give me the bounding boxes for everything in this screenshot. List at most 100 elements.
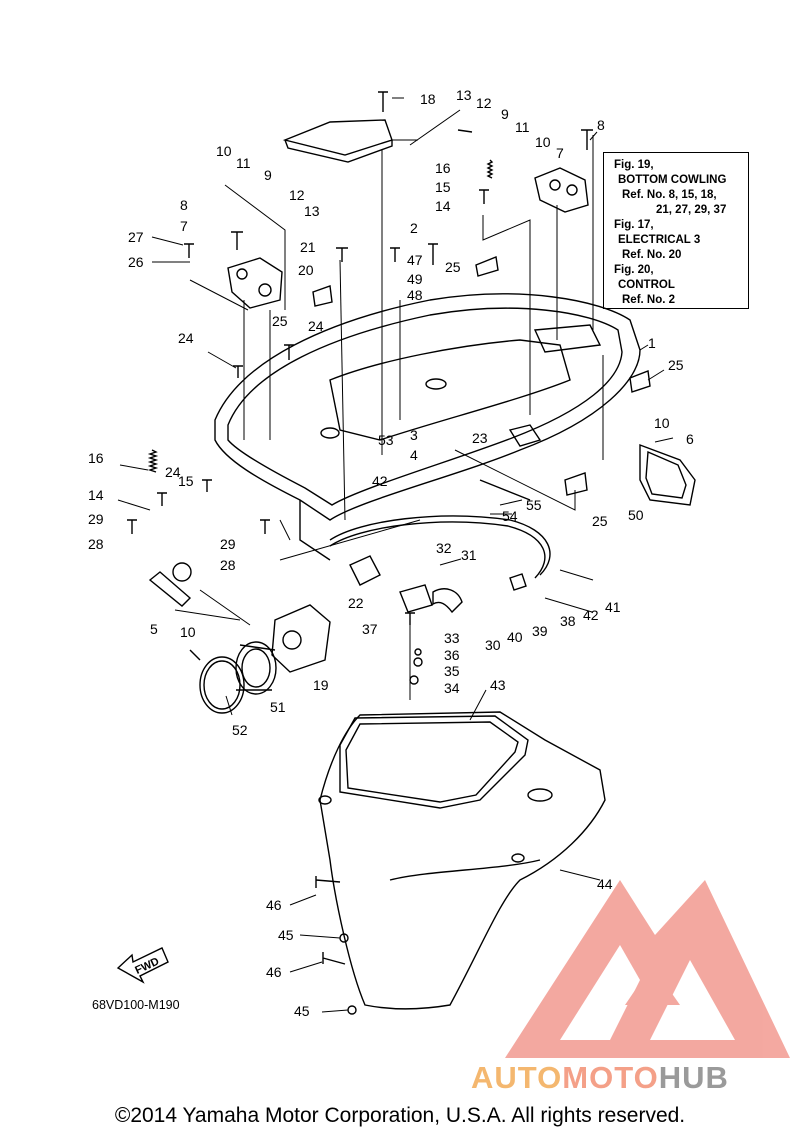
part-number-callout: 26 <box>128 254 144 270</box>
part-number-callout: 45 <box>294 1003 310 1019</box>
part-number-callout: 53 <box>378 432 394 448</box>
part-number-callout: 7 <box>180 218 188 234</box>
lever-part-5 <box>148 571 192 607</box>
part-number-callout: 25 <box>445 259 461 275</box>
part-number-callout: 23 <box>472 430 488 446</box>
part-number-callout: 54 <box>502 508 518 524</box>
part-number-callout: 15 <box>435 179 451 195</box>
ref-line: BOTTOM COWLING <box>618 174 727 186</box>
forward-arrow-icon <box>116 947 169 984</box>
part-number-callout: 28 <box>220 557 236 573</box>
watermark-text: AUTOMOTOHUB <box>471 1060 729 1096</box>
spring-part-16-left <box>147 449 159 473</box>
part-number-callout: 10 <box>535 134 551 150</box>
part-number-callout: 29 <box>220 536 236 552</box>
part-number-callout: 31 <box>461 547 477 563</box>
clamp-part-52 <box>189 649 245 714</box>
part-number-callout: 16 <box>435 160 451 176</box>
part-number-callout: 10 <box>654 415 670 431</box>
part-number-callout: 14 <box>88 487 104 503</box>
screws <box>127 91 593 1015</box>
diagram-code: 68VD100-M190 <box>92 998 180 1012</box>
part-number-callout: 48 <box>407 287 423 303</box>
part-number-callout: 25 <box>592 513 608 529</box>
part-number-callout: 28 <box>88 536 104 552</box>
part-number-callout: 13 <box>456 87 472 103</box>
part-number-callout: 46 <box>266 964 282 980</box>
part-number-callout: 21 <box>300 239 316 255</box>
part-number-callout: 40 <box>507 629 523 645</box>
part-number-callout: 38 <box>560 613 576 629</box>
part-number-callout: 49 <box>407 271 423 287</box>
part-number-callout: 7 <box>556 145 564 161</box>
part-number-callout: 14 <box>435 198 451 214</box>
part-number-callout: 43 <box>490 677 506 693</box>
bracket-part-7-right <box>534 167 589 213</box>
part-number-callout: 11 <box>236 155 251 171</box>
part-number-callout: 42 <box>583 607 599 623</box>
ref-line: Fig. 17, <box>614 219 654 231</box>
leader-lines <box>117 97 674 1013</box>
part-number-callout: 41 <box>605 599 621 615</box>
part-number-callout: 18 <box>420 91 436 107</box>
part-number-callout: 44 <box>597 876 613 892</box>
part-number-callout: 46 <box>266 897 282 913</box>
part-number-callout: 47 <box>407 252 423 268</box>
reference-box: Fig. 19, BOTTOM COWLING Ref. No. 8, 15, … <box>603 152 749 309</box>
watermark-part: MOTO <box>562 1060 659 1095</box>
part-number-callout: 8 <box>180 197 188 213</box>
part-number-callout: 33 <box>444 630 460 646</box>
part-number-callout: 50 <box>628 507 644 523</box>
part-number-callout: 10 <box>216 143 232 159</box>
ref-line: Ref. No. 20 <box>622 249 682 261</box>
part-number-callout: 9 <box>501 106 509 122</box>
watermark-logo-icon <box>505 880 790 1058</box>
part-number-callout: 52 <box>232 722 248 738</box>
part-number-callout: 16 <box>88 450 104 466</box>
part-number-callout: 29 <box>88 511 104 527</box>
part-number-callout: 3 <box>410 427 418 443</box>
part-number-callout: 6 <box>686 431 694 447</box>
part-number-callout: 37 <box>362 621 378 637</box>
spring-part-16-top <box>486 159 494 179</box>
part-number-callout: 13 <box>304 203 320 219</box>
bottom-cowling-tray <box>214 293 641 561</box>
part-number-callout: 25 <box>272 313 288 329</box>
part-number-callout: 4 <box>410 447 418 463</box>
part-number-callout: 24 <box>165 464 181 480</box>
copyright-notice: ©2014 Yamaha Motor Corporation, U.S.A. A… <box>114 1104 686 1127</box>
switch-part-19 <box>271 604 331 673</box>
hose-part-41 <box>329 515 551 576</box>
watermark-part: HUB <box>658 1060 729 1095</box>
part-number-callout: 12 <box>289 187 305 203</box>
part-number-callout: 36 <box>444 647 460 663</box>
watermark-part: AUTO <box>471 1060 563 1095</box>
part-number-callout: 15 <box>178 473 194 489</box>
part-number-callout: 45 <box>278 927 294 943</box>
ref-line: CONTROL <box>618 279 675 291</box>
part-number-callout: 2 <box>410 220 418 236</box>
part-number-callout: 12 <box>476 95 492 111</box>
part-number-callout: 10 <box>180 624 196 640</box>
ref-line: 21, 27, 29, 37 <box>656 204 727 216</box>
part-number-callout: 22 <box>348 595 364 611</box>
part-number-callout: 55 <box>526 497 542 513</box>
ref-line: ELECTRICAL 3 <box>618 234 701 246</box>
part-number-callout: 8 <box>597 117 605 133</box>
part-number-callout: 34 <box>444 680 460 696</box>
bracket-part-7-left <box>227 257 283 309</box>
part-number-callout: 19 <box>313 677 329 693</box>
ref-line: Fig. 20, <box>614 264 654 276</box>
cover-part-6 <box>639 443 696 506</box>
part-number-callout: 9 <box>264 167 272 183</box>
part-number-callout: 20 <box>298 262 314 278</box>
front-cover-part-44 <box>318 711 606 1010</box>
part-number-callout: 5 <box>150 621 158 637</box>
part-number-callout: 42 <box>372 473 388 489</box>
part-number-callout: 32 <box>436 540 452 556</box>
ref-line: Fig. 19, <box>614 159 654 171</box>
part-number-callout: 39 <box>532 623 548 639</box>
part-number-callout: 1 <box>648 335 656 351</box>
